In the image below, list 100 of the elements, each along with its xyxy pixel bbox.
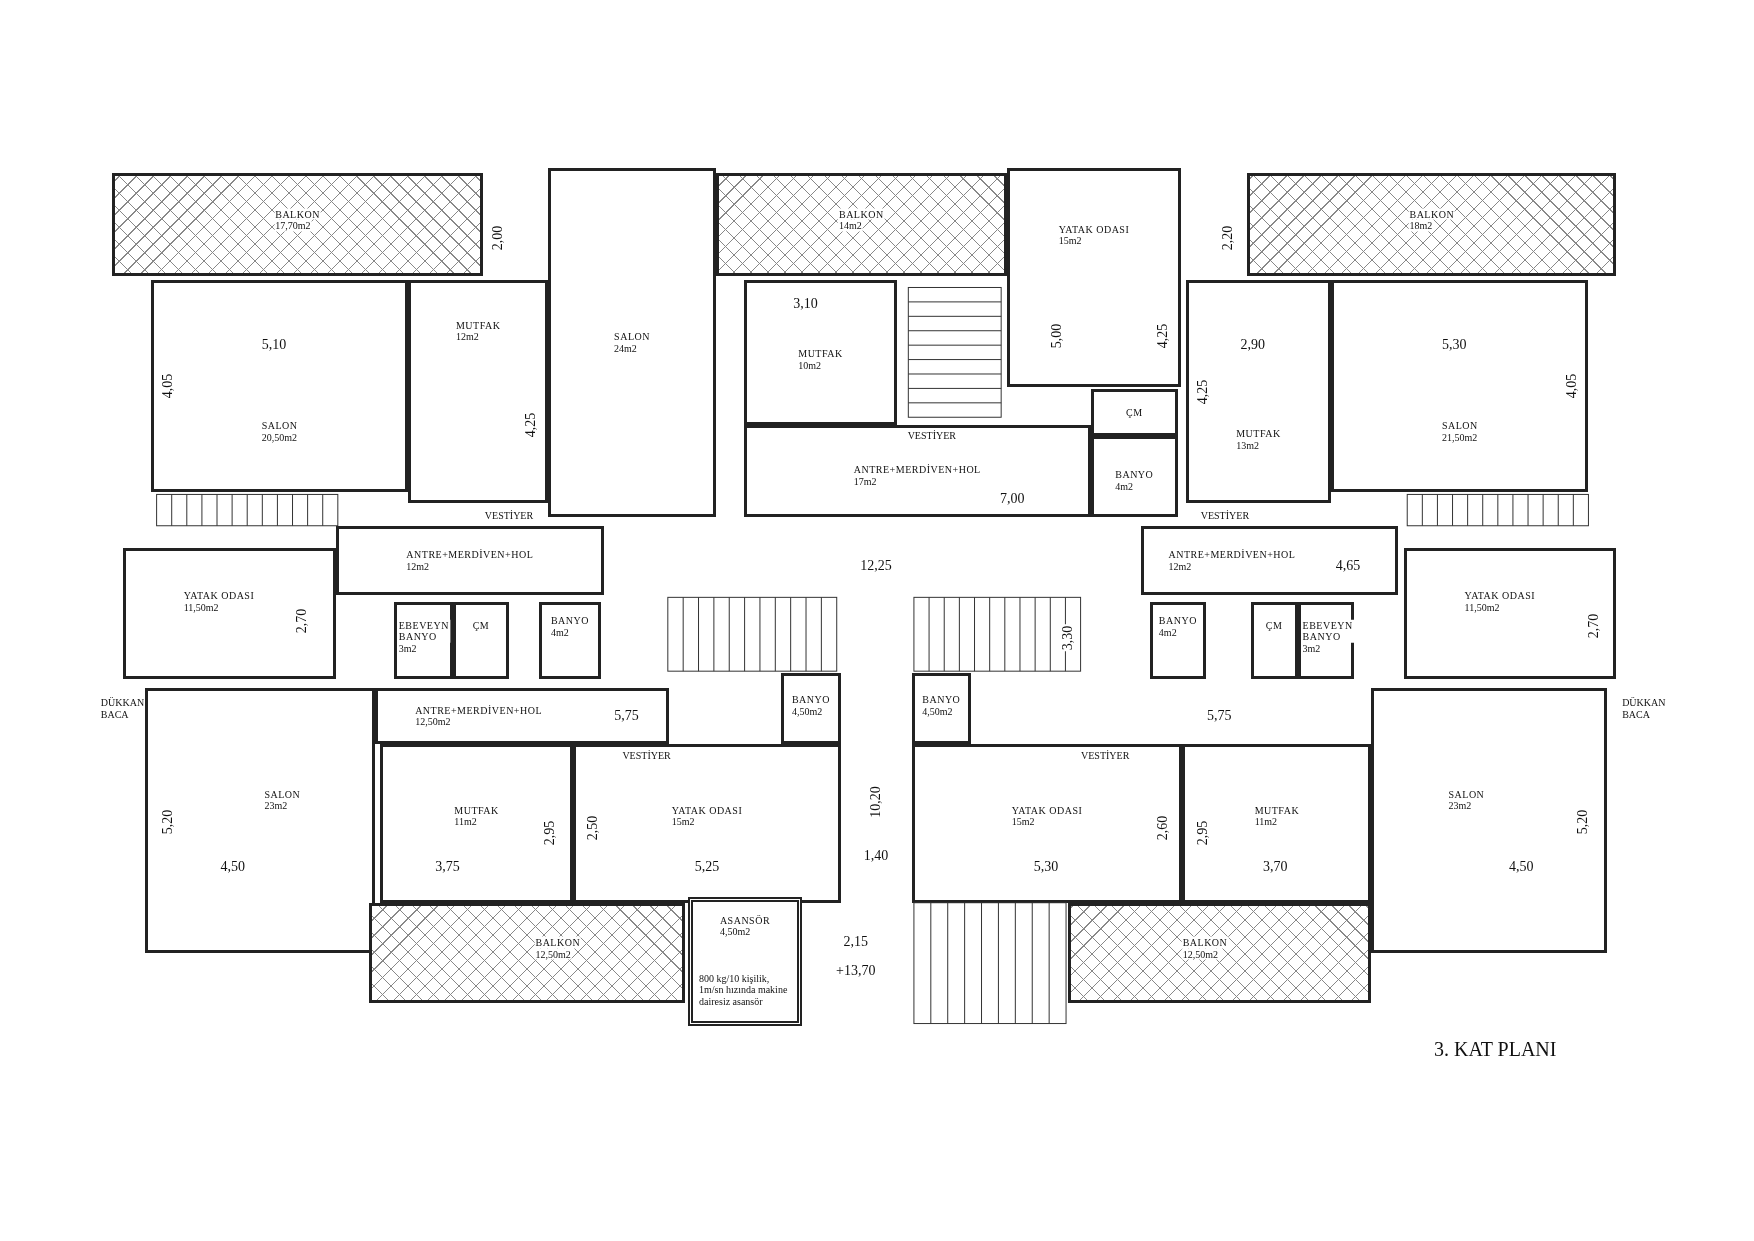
note-text: VESTİYER: [1080, 750, 1131, 762]
dimension-text: 12,25: [859, 557, 893, 575]
room-area-text: 4,50m2: [718, 925, 752, 938]
note-text: VESTİYER: [483, 509, 535, 522]
dimension-text: 3,75: [434, 858, 461, 875]
room-outline: [743, 425, 1091, 517]
room-name: BANYO: [1114, 468, 1155, 481]
room-area-text: 11m2: [1253, 815, 1279, 828]
note-text: VESTİYER: [1199, 509, 1251, 522]
dimension-text: 4,65: [1334, 557, 1362, 575]
room-outline: [743, 279, 898, 426]
dimension-text: 5,10: [260, 336, 288, 353]
dimension-text: 2,95: [1194, 820, 1211, 847]
room-area-text: 12m2: [454, 330, 480, 343]
dimension-text: 2,00: [489, 225, 506, 252]
room-outline: [1297, 601, 1354, 679]
room-area-text: 4,50m2: [790, 705, 824, 717]
dimension-text: 1,40: [862, 847, 890, 864]
room-name: BANYO: [790, 693, 831, 706]
room-outline: [145, 687, 375, 954]
room-area-text: 12,50m2: [534, 948, 572, 960]
room-outline: [572, 743, 842, 903]
dimension-text: 2,50: [584, 814, 601, 841]
room-area-text: 13m2: [1235, 439, 1260, 451]
room-name: SALON: [1440, 419, 1479, 432]
room-name: YATAK ODASI: [1057, 223, 1131, 235]
dimension-text: 4,05: [159, 372, 176, 400]
room-outline: [1006, 167, 1182, 388]
dimension-text: 2,95: [542, 820, 559, 847]
room-name: BANYO: [1157, 614, 1198, 627]
room-area-text: 23m2: [263, 799, 289, 812]
dimension-text: 4,50: [1508, 858, 1535, 875]
room-area-text: 12,50m2: [414, 715, 452, 728]
room-outline: [1182, 743, 1372, 903]
room-area-text: 15m2: [670, 815, 696, 828]
dimension-text: 5,20: [159, 808, 176, 836]
room-area-text: 12,50m2: [1181, 948, 1219, 960]
dimension-text: 4,50: [219, 858, 246, 875]
dimension-text: 2,90: [1239, 336, 1267, 353]
dimension-text: 2,60: [1155, 814, 1172, 841]
room-area-text: 3m2: [397, 642, 418, 655]
room-name: YATAK ODASI: [1463, 589, 1537, 602]
room-area-text: 17m2: [852, 475, 878, 487]
dimension-text: 4,05: [1563, 372, 1580, 400]
room-area-text: 11,50m2: [1463, 601, 1501, 613]
room-name: ÇM: [1125, 407, 1144, 419]
balcony-area: [369, 902, 685, 1004]
room-area-text: 4m2: [1114, 480, 1135, 492]
dimension-text: 5,30: [1032, 858, 1060, 875]
room-name: ÇM: [1264, 620, 1284, 632]
dimension-text: 5,20: [1574, 808, 1591, 836]
room-outline: [453, 601, 509, 679]
room-area-text: 11,50m2: [182, 601, 220, 613]
room-name: SALON: [260, 419, 299, 432]
room-area-text: 21,50m2: [1440, 431, 1479, 443]
dimension-text: 5,75: [1206, 707, 1233, 724]
room-outline: [151, 279, 409, 493]
room-outline: [1185, 279, 1332, 504]
room-area-text: 23m2: [1447, 799, 1473, 812]
dimension-text: 5,00: [1049, 322, 1066, 349]
room-area-text: 24m2: [613, 342, 638, 354]
dimension-text: 2,70: [293, 607, 311, 635]
balcony-area: [111, 173, 484, 277]
room-name: MUTFAK: [1253, 804, 1301, 816]
room-name: MUTFAK: [454, 319, 502, 331]
room-name: BANYO: [549, 614, 590, 627]
balcony-area: [1247, 173, 1617, 277]
room-outline: [374, 687, 669, 744]
dimension-text: 10,20: [867, 785, 884, 819]
dimension-text: 5,30: [1440, 336, 1468, 353]
room-name: ANTRE+MERDİVEN+HOL: [405, 548, 535, 561]
room-outline: [1403, 548, 1617, 679]
room-name: YATAK ODASI: [1010, 804, 1084, 816]
room-area-text: 4,50m2: [921, 705, 954, 717]
room-name: MUTFAK: [1235, 427, 1282, 440]
room-outline: [1149, 601, 1206, 679]
room-outline: [780, 673, 842, 744]
dimension-text: 2,20: [1220, 225, 1237, 252]
room-outline: [335, 525, 605, 596]
room-name: SALON: [263, 788, 302, 800]
room-area-text: 15m2: [1010, 815, 1036, 828]
note-text: DÜKKAN BACA: [99, 696, 142, 720]
room-outline: [408, 279, 549, 504]
room-name: BANYO: [921, 693, 962, 706]
room-outline: [1371, 687, 1608, 954]
room-outline: [393, 601, 454, 679]
dimension-text: 2,15: [842, 933, 869, 950]
dimension-text: 4,25: [523, 411, 540, 439]
room-outline: [911, 673, 971, 744]
room-area-text: 12m2: [405, 560, 431, 572]
room-name: SALON: [1447, 788, 1486, 800]
room-area-text: 14m2: [838, 219, 863, 232]
room-name: BALKON: [534, 936, 582, 949]
room-area-text: 3m2: [1301, 642, 1322, 655]
room-name: ANTRE+MERDİVEN+HOL: [1167, 548, 1297, 561]
room-name: MUTFAK: [453, 804, 500, 816]
room-name: BALKON: [1408, 208, 1456, 220]
room-area-text: 18m2: [1408, 219, 1434, 232]
room-outline: [1250, 601, 1298, 679]
dimension-text: 3,30: [1060, 624, 1077, 651]
